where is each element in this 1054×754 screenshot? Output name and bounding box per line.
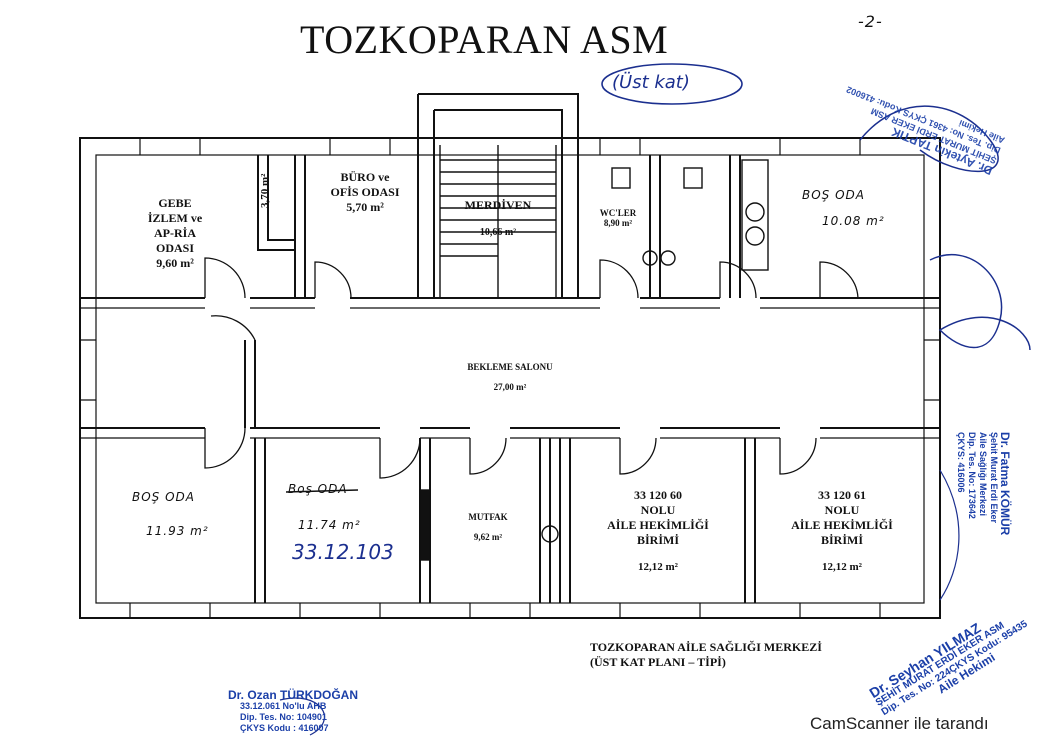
plan-title: TOZKOPARAN ASM (300, 17, 669, 62)
room-gebe-label: GEBE İZLEM ve AP-RİA ODASI 9,60 m² (120, 196, 230, 271)
signature-scribble-4 (279, 697, 325, 736)
room-merdiven-label: MERDİVEN 10,66 m² (440, 198, 556, 240)
stamp-fatma: Dr. Fatma KÖMÜR Şehit Murat Erdi Eker Ai… (955, 432, 1012, 536)
corridor-divider (244, 340, 256, 428)
room-gebe-line3: AP-RİA (154, 226, 196, 240)
stamp-fatma-line3: Aile Sağlığı Merkezi (978, 432, 988, 517)
room-gebe-line4: ODASI (155, 241, 194, 255)
room-bos-oda-left-name: BOŞ ODA (132, 490, 196, 504)
room-merdiven-area: 10,66 m² (479, 227, 517, 238)
outer-wall-inner (95, 154, 925, 604)
wc-fixtures (611, 159, 769, 271)
room-unit60-line3: AİLE HEKİMLİĞİ (607, 518, 709, 532)
stamp-ozan: Dr. Ozan TÜRKDOĞAN 33.12.061 No'lu AHB D… (228, 688, 359, 734)
floor-note-oval (601, 63, 743, 105)
stamp-ozan-name: Dr. Ozan TÜRKDOĞAN (228, 688, 359, 702)
stamp-ozan-line3: Dip. Tes. No: 104901 (240, 712, 327, 722)
windows (80, 138, 940, 618)
room-merdiven-name: MERDİVEN (464, 198, 532, 212)
room-bos-oda-mid-code: 33.12.103 (292, 540, 394, 564)
room-gebe-line1: GEBE (158, 196, 192, 210)
room-bos-oda-mid-area: 11.74 m² (298, 518, 361, 532)
stair-enclosure (417, 93, 579, 138)
plan-caption-line2: (ÜST KAT PLANI – TİPİ) (590, 655, 726, 669)
room-unit60-line2: NOLU (640, 503, 676, 517)
stamp-ozan-line2: 33.12.061 No'lu AHB (240, 701, 327, 711)
mutfak-fixtures (419, 489, 559, 561)
stairs (439, 145, 557, 298)
room-bekleme-area: 27,00 m² (493, 382, 527, 392)
room-bos-oda-right-name: BOŞ ODA (802, 188, 866, 202)
room-bos-oda-mid-struck: Boş ODA (288, 482, 348, 496)
stamp-fatma-name: Dr. Fatma KÖMÜR (998, 432, 1012, 536)
room-bekleme-name: BEKLEME SALONU (467, 362, 553, 372)
room-mutfak-name: MUTFAK (468, 512, 508, 522)
gebe-closet (257, 155, 295, 251)
stamp-fatma-line5: ÇKYS: 416006 (956, 432, 966, 493)
room-gebe-line2: İZLEM ve (147, 211, 203, 225)
plan-caption: TOZKOPARAN AİLE SAĞLIĞI MERKEZİ (ÜST KAT… (590, 640, 890, 670)
room-unit60-label: 33 120 60 NOLU AİLE HEKİMLİĞİ BİRİMİ 12,… (578, 488, 738, 575)
room-gebe-area: 9,60 m² (156, 256, 194, 270)
gebe-dimension: 3,70 m² (259, 173, 271, 208)
room-wc-area: 8,90 m² (603, 218, 633, 228)
room-buro-line2: OFİS ODASI (330, 185, 400, 199)
signature-scribble-1 (859, 105, 999, 173)
room-unit60-area: 12,12 m² (638, 561, 678, 573)
strike-line (285, 489, 359, 493)
page-number: -2- (858, 12, 883, 31)
room-unit61-area: 12,12 m² (822, 561, 862, 573)
room-wc-name: WC'LER (599, 208, 637, 218)
room-buro-label: BÜRO ve OFİS ODASI 5,70 m² (318, 170, 412, 215)
room-unit60-code: 33 120 60 (634, 488, 682, 502)
room-bos-oda-right-area: 10.08 m² (822, 214, 885, 228)
floor-note: (Üst kat) (612, 72, 690, 93)
room-buro-area: 5,70 m² (346, 200, 384, 214)
room-unit61-label: 33 120 61 NOLU AİLE HEKİMLİĞİ BİRİMİ 12,… (762, 488, 922, 575)
stamp-ozan-line4: ÇKYS Kodu : 416007 (240, 723, 329, 733)
room-unit61-code: 33 120 61 (818, 488, 866, 502)
door-swings (204, 257, 859, 479)
room-mutfak-label: MUTFAK 9,62 m² (446, 512, 530, 542)
room-unit61-line4: BİRİMİ (820, 533, 863, 547)
room-bekleme-label: BEKLEME SALONU 27,00 m² (440, 362, 580, 392)
stamp-fatma-line4: Dip. Tes. No: 173642 (967, 432, 977, 519)
signature-scribble-3 (939, 469, 960, 601)
mutfak-divider (539, 438, 551, 603)
plan-caption-line1: TOZKOPARAN AİLE SAĞLIĞI MERKEZİ (590, 640, 822, 654)
room-mutfak-area: 9,62 m² (473, 532, 503, 542)
room-wc-label: WC'LER 8,90 m² (588, 208, 648, 228)
stamp-fatma-line2: Şehit Murat Erdi Eker (989, 432, 999, 524)
signature-scribble-2 (929, 253, 1031, 351)
room-unit61-line3: AİLE HEKİMLİĞİ (791, 518, 893, 532)
room-unit61-line2: NOLU (824, 503, 860, 517)
scanner-footer: CamScanner ile tarandı (810, 714, 989, 733)
room-buro-line1: BÜRO ve (340, 170, 390, 184)
room-bos-oda-left-area: 11.93 m² (146, 524, 209, 538)
partition-top (294, 138, 741, 298)
outer-wall (79, 137, 941, 619)
room-unit60-line4: BİRİMİ (636, 533, 679, 547)
